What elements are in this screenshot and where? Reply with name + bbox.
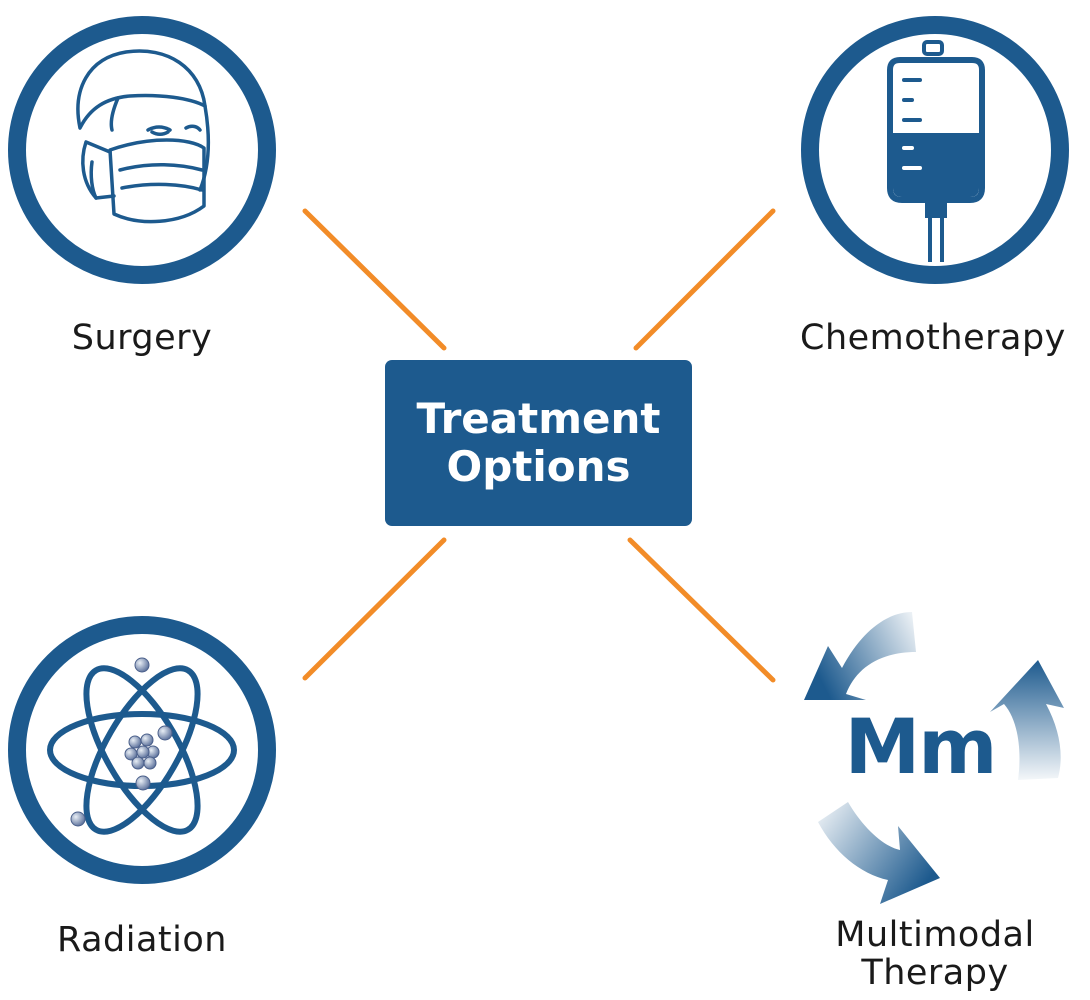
connector-chemotherapy <box>633 208 776 351</box>
atom-icon <box>8 616 276 884</box>
arrow-top <box>804 612 916 700</box>
multimodal-label-line2: Therapy <box>861 953 1009 993</box>
center-title-line1: Treatment <box>416 394 661 443</box>
chemotherapy-label: Chemotherapy <box>800 318 1066 358</box>
multimodal-label: Multimodal Therapy <box>820 916 1050 992</box>
surgery-label: Surgery <box>71 318 213 358</box>
radiation-label: Radiation <box>57 920 227 960</box>
connector-multimodal <box>627 537 776 683</box>
center-title-line2: Options <box>446 442 631 491</box>
multimodal-label-line1: Multimodal <box>835 915 1035 955</box>
arrow-right <box>990 660 1064 780</box>
connector-surgery <box>302 208 447 351</box>
cycle-arrows-icon <box>804 612 1064 904</box>
treatment-options-box: Treatment Options <box>385 360 692 526</box>
arrow-bottom <box>818 802 940 904</box>
connector-radiation <box>302 537 447 681</box>
connectors <box>302 208 776 683</box>
iv-bag-icon <box>801 16 1069 284</box>
surgeon-mask-icon <box>8 16 276 284</box>
multimodal-symbol: Mm <box>844 702 998 791</box>
